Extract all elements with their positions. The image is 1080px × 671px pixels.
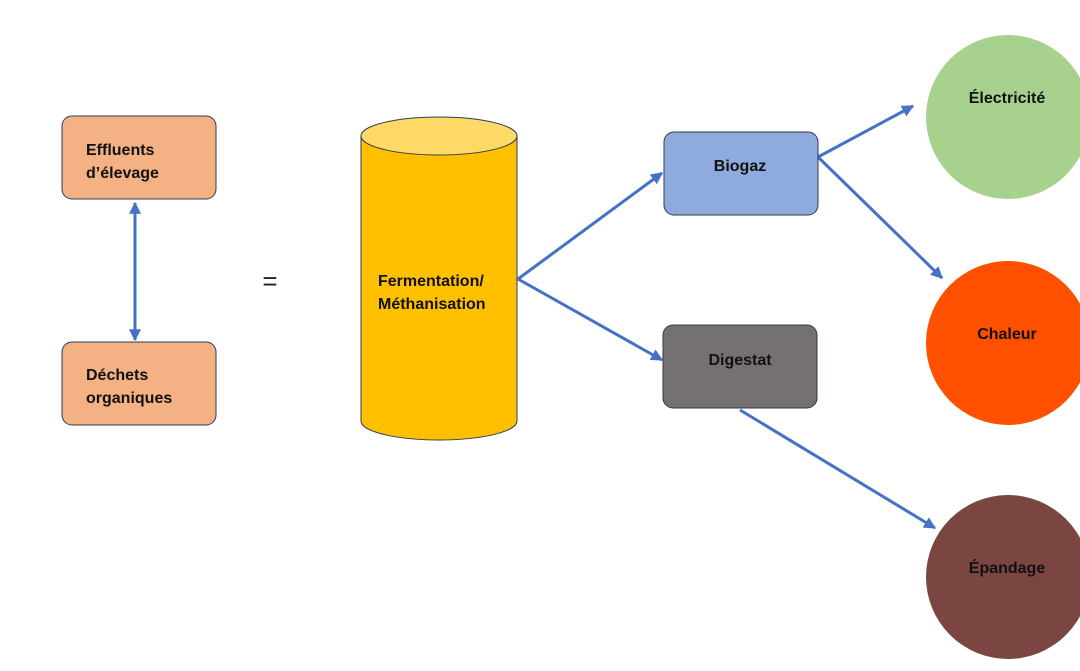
- chaleur-circle: [926, 261, 1080, 425]
- effluents-label-line1: Effluents: [86, 142, 155, 159]
- digestat-box: [662, 324, 818, 409]
- digester-label-line1: Fermentation/: [378, 273, 484, 290]
- effluents-box: [61, 115, 217, 200]
- arrow-biogaz-electricite: [817, 104, 915, 159]
- svg-text:Méthanisation: Méthanisation: [378, 296, 486, 313]
- arrow-digestat-epandage: [739, 408, 937, 530]
- digester-top: [360, 116, 518, 156]
- arrow-biogaz-chaleur: [816, 155, 944, 280]
- dechets-label-line1: Déchets: [86, 367, 148, 384]
- node-digestat: Digestat: [662, 324, 818, 409]
- svg-text:organiques: organiques: [86, 390, 172, 407]
- arrow-digester-biogaz: [517, 171, 663, 281]
- node-effluents: Effluents d’élevage: [61, 115, 217, 200]
- node-biogaz: Biogaz: [663, 131, 819, 216]
- epandage-label: Épandage: [969, 558, 1046, 577]
- equals-sign: =: [262, 266, 277, 296]
- connectors: [129, 104, 944, 530]
- digester-label-line2: Méthanisation: [378, 296, 486, 313]
- digester-body: [360, 135, 518, 441]
- effluents-label-line2: d’élevage: [86, 165, 159, 182]
- node-dechets: Déchets organiques: [61, 341, 217, 426]
- svg-text:Fermentation/: Fermentation/: [378, 273, 484, 290]
- dechets-box: [61, 341, 217, 426]
- biogaz-box: [663, 131, 819, 216]
- epandage-circle: [926, 495, 1080, 659]
- electricite-label: Électricité: [969, 88, 1046, 107]
- node-epandage: Épandage: [926, 495, 1080, 659]
- svg-text:d’élevage: d’élevage: [86, 165, 159, 182]
- digester-cylinder: Fermentation/ Méthanisation: [360, 116, 518, 441]
- arrow-digester-digestat: [517, 277, 664, 362]
- biogaz-label: Biogaz: [714, 158, 766, 175]
- node-electricite: Électricité: [926, 35, 1080, 199]
- electricite-circle: [926, 35, 1080, 199]
- chaleur-label: Chaleur: [977, 326, 1037, 343]
- node-chaleur: Chaleur: [926, 261, 1080, 425]
- svg-text:Effluents: Effluents: [86, 142, 155, 159]
- svg-text:Déchets: Déchets: [86, 367, 148, 384]
- digestat-label: Digestat: [708, 352, 772, 369]
- dechets-label-line2: organiques: [86, 390, 172, 407]
